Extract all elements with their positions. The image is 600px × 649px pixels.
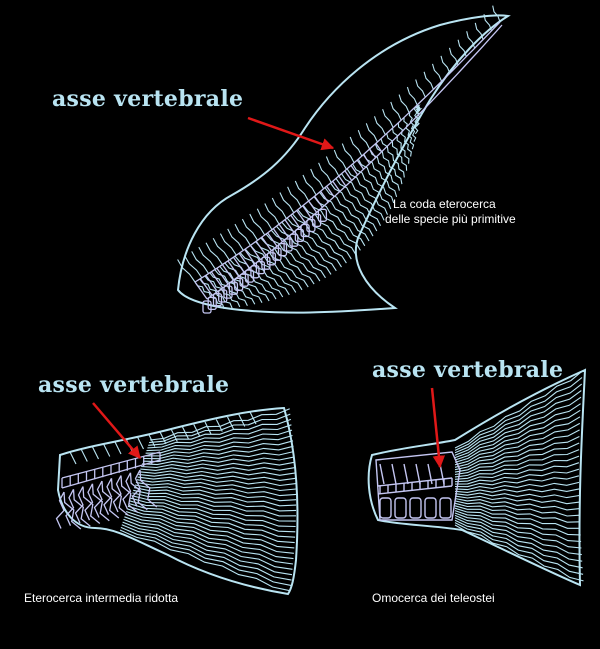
arrow-right-axis xyxy=(430,387,446,469)
intermediate-tail-outline xyxy=(56,406,299,596)
homocercal-vertebral-column xyxy=(375,451,461,521)
heterocercal-tail-fin xyxy=(176,5,511,314)
caption-top-line1: La coda eterocerca xyxy=(393,197,496,211)
arrow-left-axis xyxy=(92,402,141,459)
intermediate-fin-rays xyxy=(69,408,297,592)
heterocercal-fin-rays xyxy=(177,5,501,310)
homocercal-fin-rays xyxy=(454,370,584,582)
homocercal-tail-outline xyxy=(367,368,587,587)
label-asse-vertebrale-top: asse vertebrale xyxy=(52,86,244,112)
caption-left: Eterocerca intermedia ridotta xyxy=(24,591,179,605)
caption-right: Omocerca dei teleostei xyxy=(372,591,495,605)
label-asse-vertebrale-right: asse vertebrale xyxy=(372,357,564,383)
homocercal-tail-fin xyxy=(367,368,587,587)
label-asse-vertebrale-left: asse vertebrale xyxy=(38,372,230,398)
intermediate-vertebral-column xyxy=(55,451,161,530)
heterocercal-vertebral-column xyxy=(194,21,503,314)
intermediate-heterocercal-tail-fin xyxy=(55,406,299,596)
arrow-top-axis xyxy=(247,116,335,151)
caption-top-line2: delle specie più primitive xyxy=(385,212,516,226)
heterocercal-tail-outline xyxy=(176,14,511,314)
